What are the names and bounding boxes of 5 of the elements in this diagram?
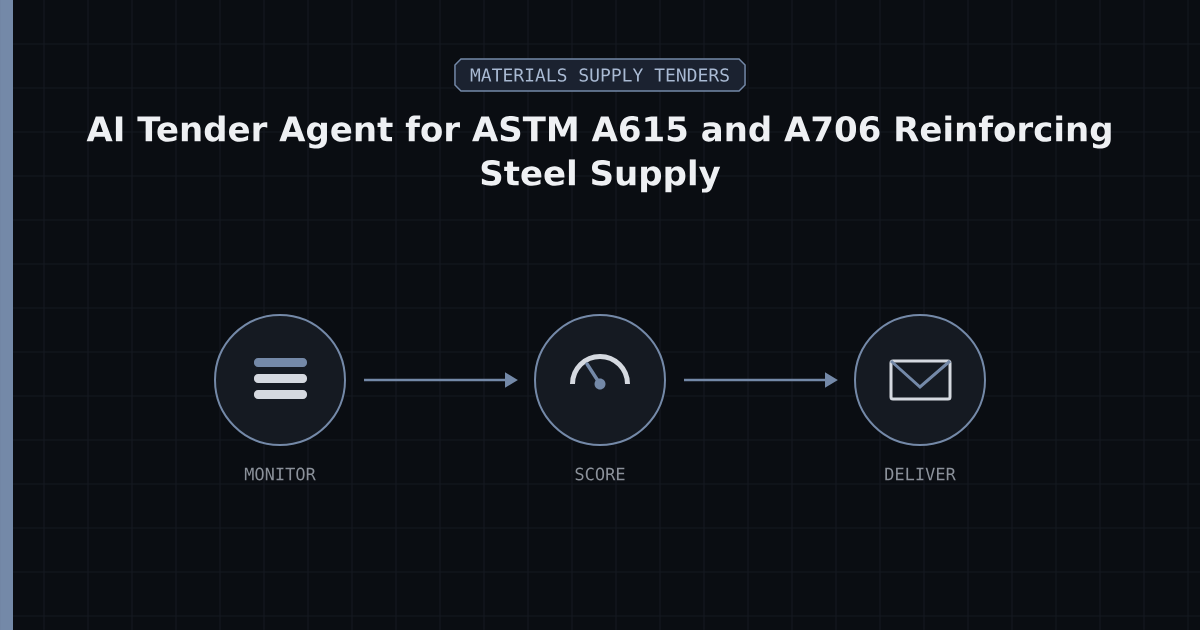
step-label: SCORE [575,467,625,481]
step-label: DELIVER [885,467,956,481]
category-tag: MATERIALS SUPPLY TENDERS [454,58,746,92]
step-label: MONITOR [244,467,316,481]
title: AI Tender Agent for ASTM A615 and A706 Reinforcing Steel Supply [86,115,1111,193]
